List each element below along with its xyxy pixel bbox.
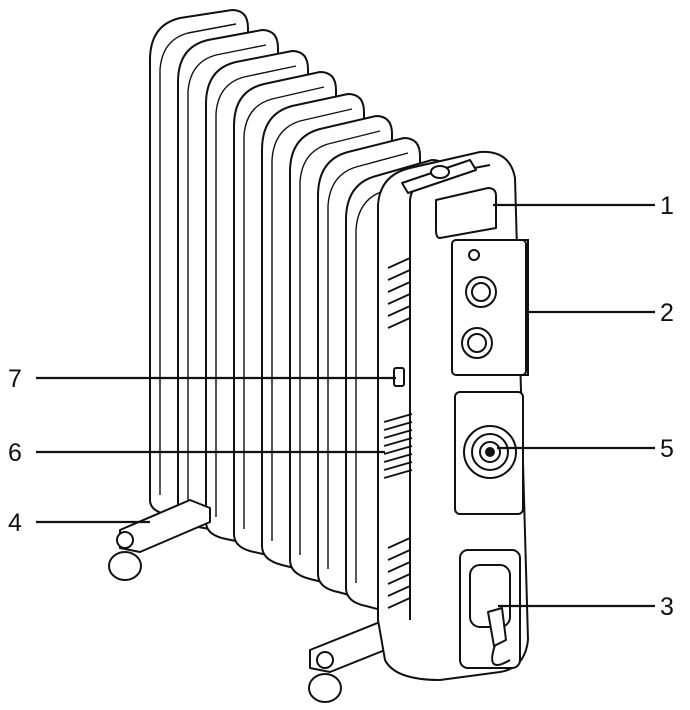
side-vents-upper — [387, 257, 411, 329]
indicator-light — [468, 249, 480, 261]
left-foot — [108, 499, 211, 581]
callout-5: 5 — [660, 435, 674, 463]
callout-4: 4 — [8, 509, 22, 537]
callout-6: 6 — [8, 439, 22, 467]
control-panel — [451, 239, 527, 376]
callout-1: 1 — [660, 192, 674, 220]
power-selector-knob — [461, 327, 493, 359]
side-vents-lower — [387, 537, 411, 609]
bracket-2 — [520, 239, 529, 376]
callout-labels: 1 2 3 4 5 6 7 — [8, 192, 674, 621]
power-plug — [487, 607, 507, 647]
callout-7: 7 — [8, 365, 22, 393]
callout-3: 3 — [660, 593, 674, 621]
thermostat-knob — [465, 276, 497, 308]
leader-lines — [36, 203, 655, 608]
side-vents-heater — [383, 413, 413, 479]
control-housing — [377, 150, 529, 681]
heater-illustration — [108, 9, 529, 703]
carry-handle — [435, 187, 497, 239]
callout-2: 2 — [660, 299, 674, 327]
